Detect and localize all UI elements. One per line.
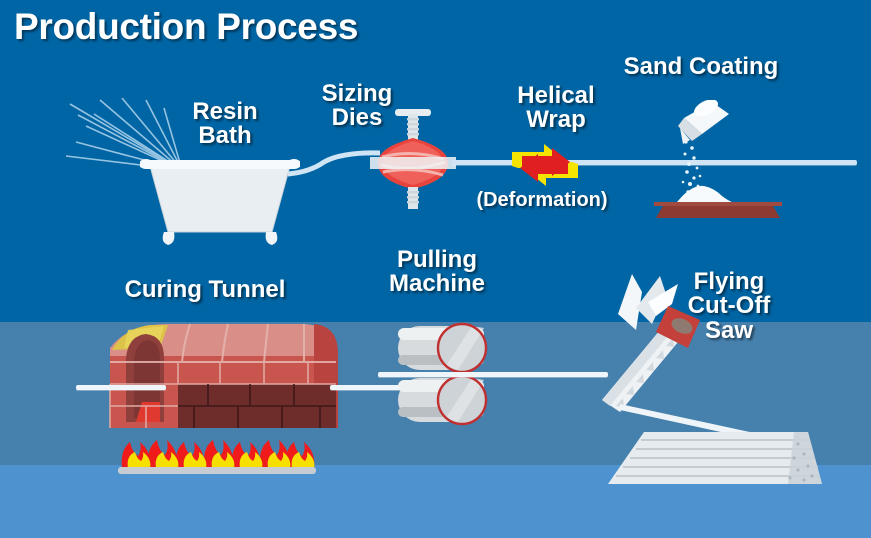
burner-flames-icon	[118, 440, 316, 474]
sand-tray-icon	[654, 185, 782, 218]
fiber-line-row2	[378, 372, 608, 377]
sand-bucket-icon	[678, 100, 729, 144]
bathtub-icon	[140, 159, 300, 245]
sizing-die-icon	[370, 109, 456, 209]
finished-product-stack-icon	[608, 432, 822, 484]
fiber-line-tunnel-exit	[330, 385, 410, 390]
helical-wrap-icon	[512, 144, 578, 186]
handsaw-icon	[602, 274, 700, 412]
curing-tunnel-icon	[109, 323, 338, 428]
pulling-rollers-icon	[398, 322, 488, 426]
page-title: Production Process	[14, 6, 359, 47]
fiber-line-row1	[452, 160, 857, 165]
fiber-line-tunnel-entry	[76, 385, 166, 390]
fiber-line-bath-to-die	[288, 150, 380, 177]
